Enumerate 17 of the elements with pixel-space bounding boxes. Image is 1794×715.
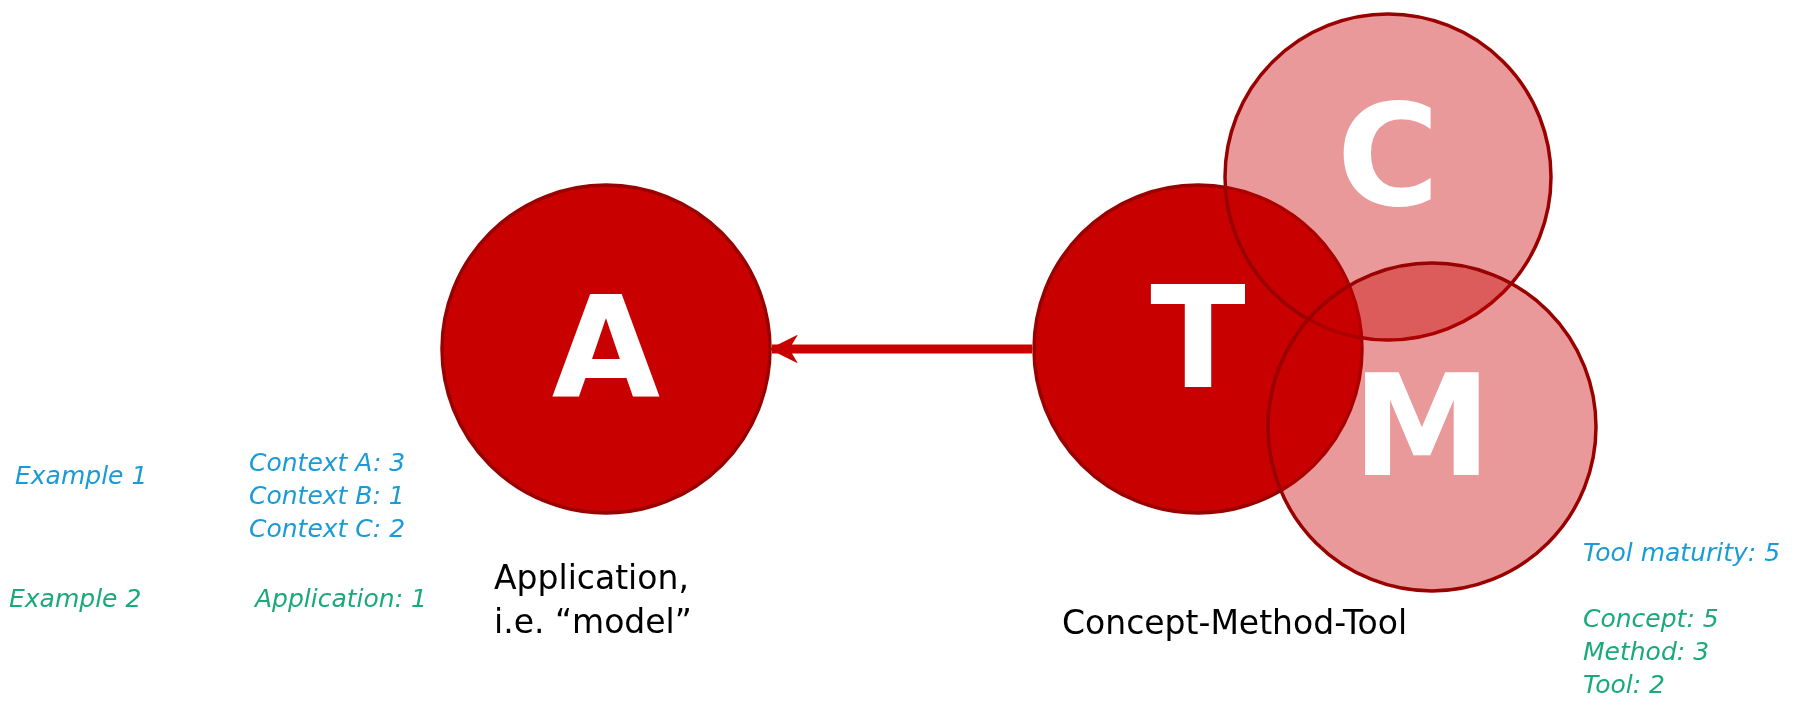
circle-letter: T [1150, 269, 1246, 409]
rating-note: Application: 1 [255, 583, 427, 615]
rating-note: Context B: 1 [249, 480, 405, 512]
circle-letter: M [1352, 357, 1492, 497]
letter-circle [440, 183, 772, 515]
circle-letter: C [1336, 87, 1440, 227]
rating-note: Tool: 2 [1583, 669, 1665, 701]
rating-note: Example 1 [15, 460, 148, 492]
group-caption: Concept-Method-Tool [1062, 603, 1408, 643]
rating-note: Example 2 [9, 583, 142, 615]
circle-caption: Application, i.e. “model” [494, 557, 693, 643]
circle-letter: A [551, 279, 661, 419]
rating-note: Context A: 3 [249, 447, 406, 479]
rating-note: Tool maturity: 5 [1583, 537, 1782, 569]
rating-note: Concept: 5 [1583, 603, 1719, 635]
rating-note: Context C: 2 [249, 513, 406, 545]
rating-note: Method: 3 [1583, 636, 1710, 668]
